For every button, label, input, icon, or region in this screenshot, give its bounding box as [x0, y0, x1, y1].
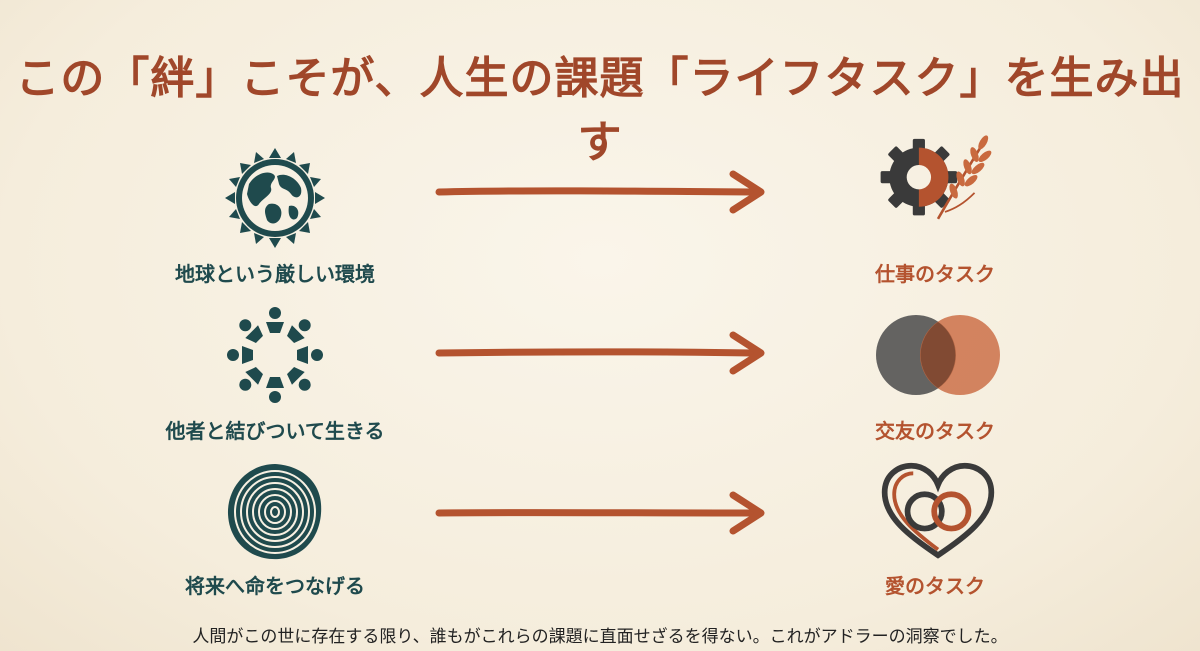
slide-title: この「絆」こそが、人生の課題「ライフタスク」を生み出す: [15, 53, 1185, 168]
interlocked-heart-icon: [881, 462, 995, 559]
label-love-task: 愛のタスク: [885, 574, 985, 598]
label-work-task: 仕事のタスク: [875, 262, 995, 286]
overlapping-circles-icon: [876, 315, 1000, 395]
globe-sun-icon: [225, 148, 325, 248]
label-friendship-task: 交友のタスク: [875, 419, 995, 443]
arrow-right-1: [435, 170, 765, 214]
tree-rings-icon: [227, 464, 322, 560]
arrow-right-2: [435, 331, 765, 375]
footer-caption: 人間がこの世に存在する限り、誰もがこれらの課題に直面せざるを得ない。これがアドラ…: [192, 627, 1008, 647]
label-others: 他者と結びついて生きる: [165, 419, 385, 443]
label-environment: 地球という厳しい環境: [175, 262, 375, 286]
arrow-right-3: [435, 491, 765, 535]
people-circle-icon: [227, 307, 323, 403]
gear-wheat-icon: [880, 135, 992, 220]
label-future: 将来へ命をつなげる: [185, 574, 365, 598]
